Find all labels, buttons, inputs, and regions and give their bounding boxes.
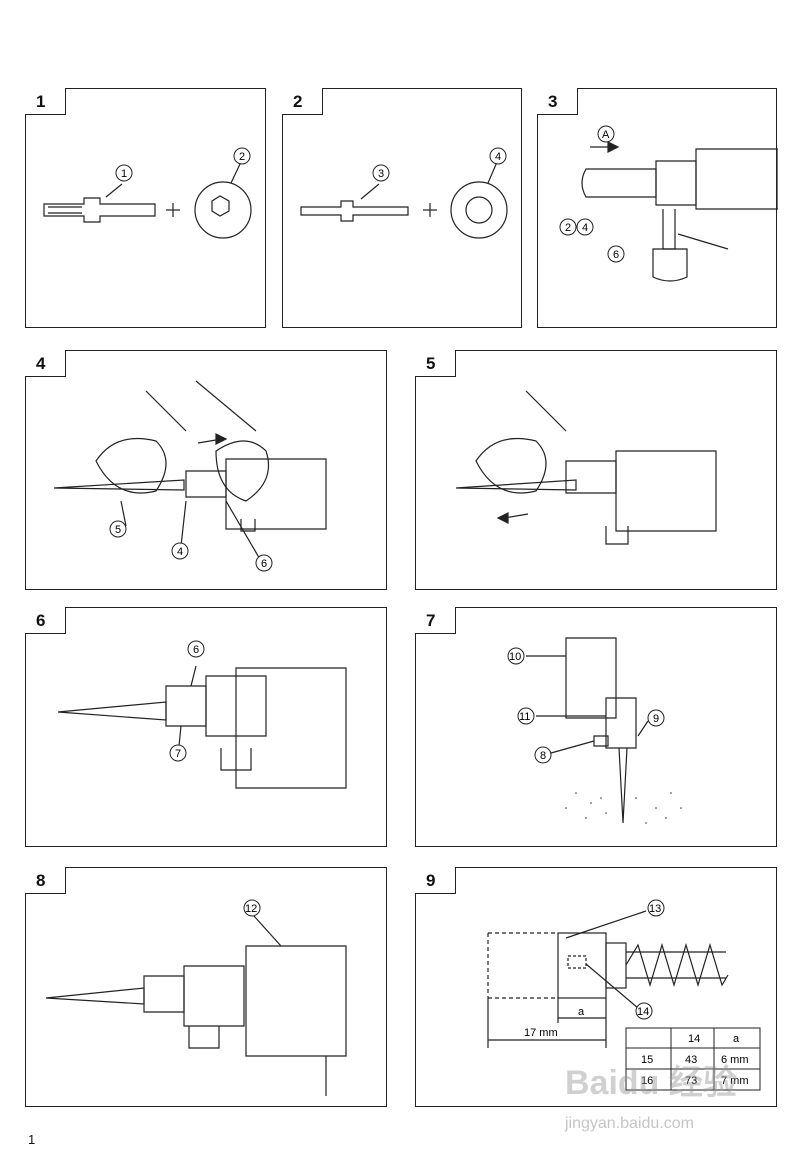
dimension-17mm-label: 17 mm xyxy=(524,1027,558,1039)
table-header-14: 14 xyxy=(688,1033,700,1045)
callout-5: 5 xyxy=(115,524,121,536)
table-header-a: a xyxy=(733,1033,740,1045)
callout-2: 2 xyxy=(565,222,571,234)
panel-number: 9 xyxy=(426,871,436,890)
callout-7: 7 xyxy=(175,748,181,760)
bit-and-washer-illustration: 1 2 xyxy=(43,147,252,239)
table-row-15-label: 15 xyxy=(641,1054,653,1066)
panel-number: 8 xyxy=(36,871,46,890)
bit-and-washer-illustration: 3 4 xyxy=(300,147,508,239)
panel-6: 6 6 7 xyxy=(25,607,387,847)
dimension-diagram: 13 14 a 17 mm 14 a 15 43 6 mm 16 73 7 mm xyxy=(487,899,761,1091)
callout-11: 11 xyxy=(519,711,530,723)
callout-6: 6 xyxy=(193,644,199,656)
table-row-16-value: 73 xyxy=(685,1075,697,1087)
callout-8: 8 xyxy=(540,750,546,762)
table-row-16-label: 16 xyxy=(641,1075,653,1087)
panel-4: 4 5 4 6 xyxy=(25,350,387,590)
panel-8: 8 12 xyxy=(25,867,387,1107)
panel-9: 9 13 14 a 17 mm xyxy=(415,867,777,1107)
chuck-illustration: A 2 4 6 xyxy=(559,125,778,282)
callout-10: 10 xyxy=(509,651,521,663)
callout-6: 6 xyxy=(613,249,619,261)
panel-1: 1 1 2 xyxy=(25,88,266,328)
pull-bit-illustration xyxy=(455,390,717,545)
panel-number: 4 xyxy=(36,354,46,373)
callout-1: 1 xyxy=(121,168,127,180)
spec-table xyxy=(625,1027,761,1091)
callout-9: 9 xyxy=(653,713,659,725)
callout-4: 4 xyxy=(177,546,183,558)
callout-13: 13 xyxy=(649,903,661,915)
install-bit-illustration: 5 4 6 xyxy=(53,380,327,572)
watermark-url: jingyan.baidu.com xyxy=(565,1115,694,1132)
panel-number: 6 xyxy=(36,611,46,630)
callout-a: A xyxy=(602,129,610,141)
callout-2: 2 xyxy=(239,151,245,163)
callout-4: 4 xyxy=(495,151,501,163)
callout-3: 3 xyxy=(378,168,384,180)
table-row-15-a: 6 mm xyxy=(721,1054,749,1066)
dimension-a-label: a xyxy=(578,1006,585,1018)
callout-12: 12 xyxy=(245,903,257,915)
ground-dust xyxy=(565,792,682,824)
watermark: Baidu 经验 xyxy=(565,1064,737,1102)
panel-7: 7 10 11 8 9 xyxy=(415,607,777,847)
hammer-side-illustration: 12 xyxy=(45,899,347,1096)
panel-number: 3 xyxy=(548,92,558,111)
panel-number: 1 xyxy=(36,92,46,111)
panel-3: 3 A 2 4 6 xyxy=(537,88,778,328)
page-number: 1 xyxy=(28,1132,36,1147)
vertical-chiseling-illustration: 10 11 8 9 xyxy=(507,637,682,824)
panel-number: 5 xyxy=(426,354,436,373)
panel-2: 2 3 4 xyxy=(282,88,522,328)
panel-number: 2 xyxy=(293,92,303,111)
callout-4: 4 xyxy=(582,222,588,234)
callout-14: 14 xyxy=(637,1006,649,1018)
table-row-16-a: 7 mm xyxy=(721,1075,749,1087)
callout-6: 6 xyxy=(261,558,267,570)
chisel-installed-illustration: 6 7 xyxy=(57,640,347,789)
panel-5: 5 xyxy=(415,350,777,590)
table-row-15-value: 43 xyxy=(685,1054,697,1066)
panel-number: 7 xyxy=(426,611,436,630)
